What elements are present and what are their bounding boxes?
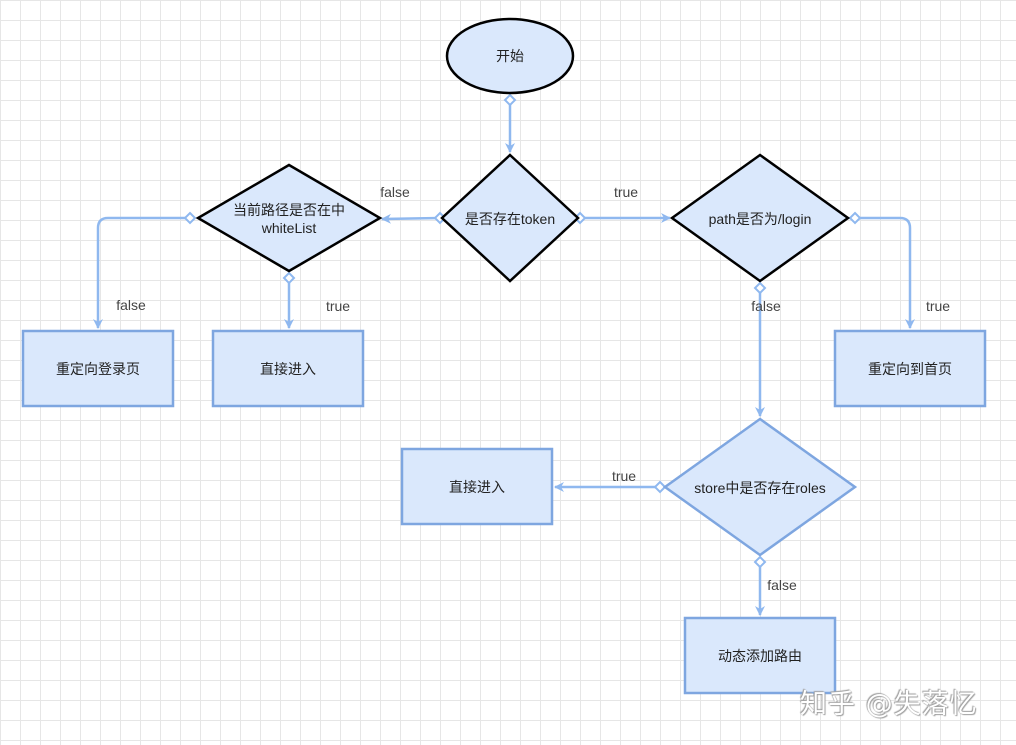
edge-login-true: [855, 216, 915, 329]
redirect-login-label: 重定向登录页: [56, 361, 140, 377]
connector-diamond: [183, 211, 197, 225]
edge-label-login-false: false: [751, 298, 781, 314]
login-path-check-diamond: [669, 153, 851, 283]
token-check-diamond: [440, 153, 580, 283]
direct-enter-box-2: [400, 447, 554, 526]
add-routes-box: [683, 616, 837, 695]
roles-check-label: store中是否存在roles: [694, 480, 825, 496]
start-node: [445, 17, 575, 95]
edge-label-whitelist-true: true: [326, 298, 350, 314]
token-check-label: 是否存在token: [465, 211, 555, 227]
edge-label-token-false: false: [380, 184, 410, 200]
whitelist-check-label-line1: 当前路径是否在中: [233, 202, 345, 218]
connector-diamond: [848, 211, 862, 225]
redirect-login-box: [21, 329, 175, 408]
direct-enter-label-1: 直接进入: [260, 361, 316, 377]
edge-whitelist-false: [93, 216, 190, 329]
connector-diamond: [282, 271, 296, 285]
edge-label-login-true: true: [926, 298, 950, 314]
edge-label-whitelist-false: false: [116, 297, 146, 313]
roles-check-diamond: [662, 417, 858, 557]
watermark: 知乎 @失落忆: [800, 689, 978, 720]
connector-diamond: [753, 555, 767, 569]
redirect-home-box: [833, 329, 987, 408]
connector-diamond: [753, 281, 767, 295]
edge-token-false: [381, 213, 441, 224]
direct-enter-label-2: 直接进入: [449, 479, 505, 495]
whitelist-check-diamond: [195, 163, 383, 273]
whitelist-check-label-line2: whiteList: [261, 220, 317, 236]
login-path-check-label: path是否为/login: [709, 211, 812, 227]
connector-diamond: [653, 480, 667, 494]
start-label: 开始: [496, 48, 524, 64]
redirect-home-label: 重定向到首页: [868, 361, 952, 377]
edge-label-roles-true: true: [612, 468, 636, 484]
direct-enter-box-1: [211, 329, 365, 408]
connector-diamond: [503, 93, 517, 107]
edge-label-roles-false: false: [767, 577, 797, 593]
add-routes-label: 动态添加路由: [718, 648, 802, 664]
edge-label-token-true: true: [614, 184, 638, 200]
